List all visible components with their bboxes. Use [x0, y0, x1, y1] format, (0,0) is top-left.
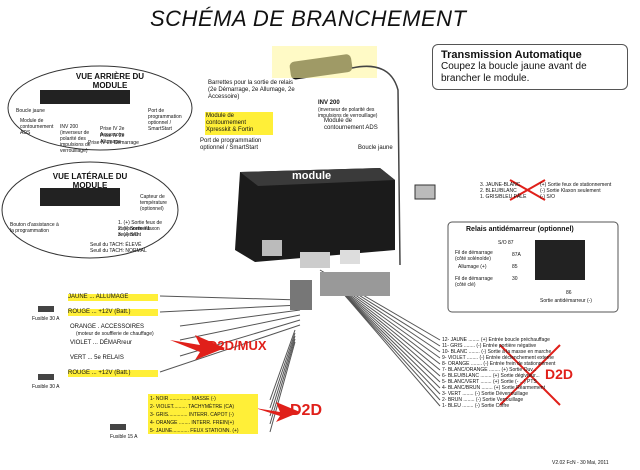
- bottom-wire-box: [148, 394, 258, 434]
- fuse-3-label: Fusible 15 A: [110, 434, 138, 440]
- right-conn-3: (+) Sortie feux de stationnement: [540, 182, 612, 188]
- rear-view-oval: [7, 65, 193, 151]
- side-label-1: Bouton d'assistance à la programmation: [10, 222, 59, 234]
- side-label-4: 3. (-) S/O: [118, 232, 139, 238]
- rear-label-3: Prise IV 2e Accessoire: [100, 126, 125, 138]
- right-wire-1: 11- GRIS ........ (-) Entrée portière né…: [442, 343, 537, 349]
- left-wire-0: JAUNE ... ALLUMAGE: [68, 294, 158, 301]
- right-wire-10: 2- BRUN ........ (-) Sortie Verrouillage: [442, 397, 524, 403]
- rear-label-0: Boucle jaune: [16, 108, 45, 114]
- side-label-5: Seuil du TACH: ÉLEVÉ: [90, 242, 142, 248]
- relay-label-6: 30: [512, 276, 518, 282]
- right-wire-3: 9- VIOLET ........ (-) Entrée déclenchem…: [442, 355, 554, 361]
- module-box: [235, 168, 395, 268]
- left-wire-3: VIOLET ... DÉMARreur: [70, 340, 132, 346]
- barrettes-label: Barrettes pour la sortie de relais (2e D…: [208, 80, 295, 100]
- rear-label-2: INV 200 (inverseur de polarité des impul…: [60, 124, 91, 154]
- left-wire-5: ROUGE ... +12V (Batt.): [68, 370, 158, 377]
- right-wire-2: 10- BLANC ........ (-) Sortie à la masse…: [442, 349, 552, 355]
- side-label-2: 1. (+) Sortie feux de stationnement: [118, 220, 163, 232]
- arrow-d2d: [255, 402, 300, 422]
- rear-label-1: Module de contournement ADS: [20, 118, 54, 136]
- right-wire-11: 1- BLEU ........ (-) Sortie Coffre: [442, 403, 510, 409]
- relay-label-5: Fil de démarrage (côté clé): [455, 276, 493, 288]
- inv200-sub-label: (inverseur de polarité des impulsions de…: [318, 107, 378, 119]
- relay-title: Relais antidémarreur (optionnel): [466, 226, 574, 233]
- boucle-label: Boucle jaune: [358, 145, 393, 151]
- right-wire-0: 12- JAUNE ........ (+) Entrée boucle pré…: [442, 337, 550, 343]
- relay-label-3: Allumage (+): [458, 264, 487, 270]
- right-wire-9: 3- VERT ........ (-) Sortie Déverrouilla…: [442, 391, 528, 397]
- rear-module-graphic: [40, 90, 130, 104]
- rear-label-5: Prise IV 2e Démarrage: [88, 140, 139, 146]
- harness-connector: [290, 280, 312, 310]
- d2d-label: D2D: [290, 402, 323, 419]
- right-wire-7: 5- BLANC/VERT ........ (+) Sortie (- ...…: [442, 379, 537, 385]
- left-wire-4: VERT ... 5e RELAIS: [70, 355, 124, 361]
- left-wire-2: ORANGE . ACCESSOIRES: [70, 324, 145, 330]
- bottom-wire-1: 2- VIOLET.......... TACHYMÈTRE (CA): [150, 404, 234, 410]
- right-conn-1: 2. BLEU/BLANC: [480, 188, 517, 194]
- arrow-d2d-mux: [170, 335, 225, 360]
- fuse-3-graphic: [110, 424, 126, 430]
- rear-view-title: VUE ARRIÈRE DU MODULE: [75, 72, 145, 90]
- rear-label-4: Prise IV 2e Allumage: [100, 133, 125, 145]
- relay-label-4: 85: [512, 264, 518, 270]
- d2d-mux-label: D2D/MUX: [208, 338, 267, 353]
- transmission-note: Transmission Automatique Coupez la boucl…: [432, 44, 628, 90]
- module-contournement-label: Module de contournement Xpresskit & Fort…: [205, 112, 273, 135]
- right-wire-6: 6- BLEU/BLANC ........ (+) Sortie dégivr…: [442, 373, 540, 379]
- right-conn-5: (-) S/O: [540, 194, 555, 200]
- right-conn-0: 3. JAUNE-BLANC: [480, 182, 521, 188]
- rear-label-6: Port de programmation optionnel / SmartS…: [148, 108, 182, 132]
- fuse-2-label: Fusible 30 A: [32, 384, 60, 390]
- inv200-label: INV 200: [318, 100, 340, 106]
- note-body: Coupez la boucle jaune avant de brancher…: [441, 61, 587, 84]
- bottom-wire-4: 5- JAUNE............ FEUX STATIONN. (+): [150, 428, 239, 434]
- relay-label-2: 87A: [512, 252, 521, 258]
- side-label-0: Capteur de température (optionnel): [140, 194, 167, 212]
- cross-marks: [499, 179, 561, 406]
- version-footer: V2.02 FcN - 30 Mai, 2011: [552, 460, 609, 466]
- bottom-wire-0: 1- NOIR ............... MASSE (-): [150, 396, 216, 402]
- bottom-wire-3: 4- ORANGE ........ INTERR. FREIN(+): [150, 420, 235, 426]
- note-heading: Transmission Automatique: [441, 49, 582, 61]
- fuse-1-graphic: [38, 306, 54, 312]
- right-conn-4: (-) Sortie Klaxon seulement: [540, 188, 601, 194]
- antenna-graphic: [272, 46, 401, 266]
- d2d-right-label: D2D: [545, 366, 574, 382]
- side-view-title: VUE LATÉRALE DU MODULE: [52, 172, 128, 190]
- side-view-oval: [1, 161, 179, 259]
- right-mini-connector: [414, 184, 436, 200]
- prog-port-label: Port de programmation optionnel / SmartS…: [200, 138, 262, 151]
- ads-label: Module de contournement ADS: [324, 118, 378, 131]
- fuse-1-label: Fusible 30 A: [32, 316, 60, 322]
- module-text: module: [292, 170, 332, 182]
- right-wire-8: 4- BLANC/BRUN ........ (+) Sortie Réarme…: [442, 385, 545, 391]
- side-label-3: 2. (-) Sortie Klaxon seulement: [118, 226, 160, 238]
- bottom-wire-2: 3- GRIS.............. INTERR. CAPOT (-): [150, 412, 234, 418]
- diagram-title: SCHÉMA DE BRANCHEMENT: [150, 6, 467, 31]
- right-wire-4: 8- ORANGE ........ (-) Entrée frein de s…: [442, 361, 556, 367]
- relay-label-7: 86: [566, 290, 572, 296]
- relay-label-1: Fil de démarrage (côté solénoïde): [455, 250, 493, 262]
- relay-label-0: S/O 87: [498, 240, 514, 246]
- fuse-2-graphic: [38, 374, 54, 380]
- left-wire-2-sub: (moteur de soufflerie de chauffage): [76, 331, 154, 337]
- relay-label-8: Sortie antidémarreur (-): [540, 298, 592, 304]
- left-wire-1: ROUGE ... +12V (Batt.): [68, 309, 158, 316]
- side-label-6: Seuil du TACH: NORMAL: [90, 248, 147, 254]
- right-wire-5: 7- BLANC/ORANGE ........ (+) Sortie Ouv.…: [442, 367, 537, 373]
- right-conn-2: 1. GRIS/BLEU PÂLE: [480, 194, 527, 200]
- relay-body: [535, 240, 585, 280]
- side-module-graphic: [40, 188, 120, 206]
- main-connector: [320, 272, 390, 296]
